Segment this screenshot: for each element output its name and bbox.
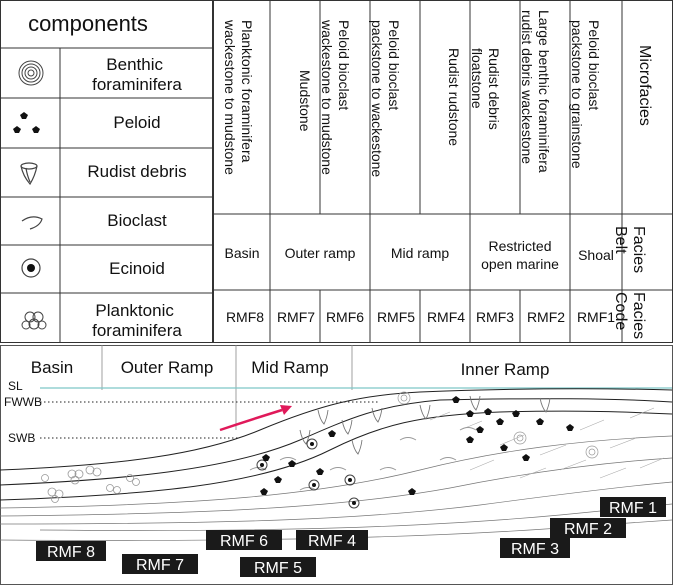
code-rmf5: RMF5 xyxy=(377,309,415,325)
peloid-icon xyxy=(13,112,40,133)
rmf-7-label: RMF 7 xyxy=(122,554,198,574)
svg-text:RMF 1: RMF 1 xyxy=(609,500,657,517)
legend-label-benthic-1: Benthic xyxy=(106,55,163,74)
ecinoid-icon xyxy=(21,258,41,278)
svg-text:RMF 7: RMF 7 xyxy=(136,557,184,574)
microfacies-rmf7: Mudstone xyxy=(297,70,313,132)
legend-label-benthic-2: foraminifera xyxy=(92,75,182,94)
code-rmf3: RMF3 xyxy=(476,309,514,325)
rmf-4-label: RMF 4 xyxy=(296,530,368,550)
legend-label-bioclast: Bioclast xyxy=(107,211,167,230)
rmf-8-label: RMF 8 xyxy=(36,541,106,561)
svg-text:RMF 5: RMF 5 xyxy=(254,560,302,577)
benthic-foraminifera-icon xyxy=(18,60,44,86)
ecinoid-scatter xyxy=(256,438,360,509)
zone-mid-ramp: Mid Ramp xyxy=(251,358,328,377)
zone-basin: Basin xyxy=(31,358,74,377)
microfacies-rmf6: Peloid bioclastwackestone to mudstone xyxy=(319,19,352,175)
level-swb: SWB xyxy=(8,431,35,445)
belt-outer-ramp: Outer ramp xyxy=(285,245,356,261)
legend-label-planktonic-1: Planktonic xyxy=(95,301,174,320)
belt-basin: Basin xyxy=(224,245,259,261)
header-facies-code: FaciesCode xyxy=(612,292,647,339)
legend-label-peloid: Peloid xyxy=(113,113,160,132)
bioclast-scatter xyxy=(249,427,477,491)
code-rmf7: RMF7 xyxy=(277,309,315,325)
legend-label-rudist-debris: Rudist debris xyxy=(87,162,186,181)
transport-arrow xyxy=(219,405,292,432)
header-microfacies: Microfacies xyxy=(636,45,653,126)
svg-text:RMF 3: RMF 3 xyxy=(511,541,559,558)
rmf-2-label: RMF 2 xyxy=(550,518,626,538)
rmf-6-label: RMF 6 xyxy=(206,530,282,550)
microfacies-rmf3: Rudist debrisfloatstone xyxy=(469,48,502,130)
planktonic-foraminifera-icon xyxy=(21,311,47,330)
ramp-profile: Basin Outer Ramp Mid Ramp Inner Ramp SL … xyxy=(0,345,673,585)
level-fwwb: FWWB xyxy=(4,395,42,409)
peloid-scatter xyxy=(260,396,574,495)
svg-text:Benthic foraminifera: Benthic foraminifera xyxy=(92,55,182,94)
svg-text:Planktonic foraminifera: Planktonic foraminifera xyxy=(92,301,182,340)
code-rmf1: RMF1 xyxy=(577,309,615,325)
legend-label-ecinoid: Ecinoid xyxy=(109,259,165,278)
legend-label-planktonic-2: foraminifera xyxy=(92,321,182,340)
microfacies-rmf5: Peloid bioclastpackstone to wackestone xyxy=(369,20,402,177)
microfacies-rmf8: Planktonic foraminiferawackestone to mud… xyxy=(222,19,255,175)
zone-inner-ramp: Inner Ramp xyxy=(461,360,550,379)
code-rmf2: RMF2 xyxy=(527,309,565,325)
code-rmf8: RMF8 xyxy=(226,309,264,325)
planktonic-foraminifera-cluster xyxy=(41,465,140,503)
microfacies-rmf2: Large benthic foraminiferarudist debris … xyxy=(519,10,552,173)
rudist-debris-scatter xyxy=(299,395,551,455)
rmf-5-label: RMF 5 xyxy=(240,557,316,577)
svg-text:RMF 2: RMF 2 xyxy=(564,521,612,538)
legend-title: components xyxy=(28,11,148,36)
belt-mid-ramp: Mid ramp xyxy=(391,245,450,261)
rmf-3-label: RMF 3 xyxy=(500,538,570,558)
svg-text:RMF 4: RMF 4 xyxy=(308,533,356,550)
code-rmf4: RMF4 xyxy=(427,309,465,325)
microfacies-rmf4: Rudist rudstone xyxy=(446,48,462,146)
code-rmf6: RMF6 xyxy=(326,309,364,325)
bioclast-icon xyxy=(21,216,43,230)
level-sl: SL xyxy=(8,379,23,393)
benthic-foraminifera-scatter xyxy=(397,391,599,459)
belt-shoal: Shoal xyxy=(578,247,614,263)
microfacies-table: components Benthic foraminifera Peloid R… xyxy=(0,0,673,343)
header-facies-belt: FaciesBelt xyxy=(612,226,647,273)
rudist-debris-icon xyxy=(20,162,38,186)
rmf-1-label: RMF 1 xyxy=(600,497,666,517)
zone-outer-ramp: Outer Ramp xyxy=(121,358,214,377)
svg-text:RMF 8: RMF 8 xyxy=(47,544,95,561)
svg-text:RMF 6: RMF 6 xyxy=(220,533,268,550)
microfacies-rmf1: Peloid bioclastpackstone to grainstone xyxy=(569,20,602,169)
